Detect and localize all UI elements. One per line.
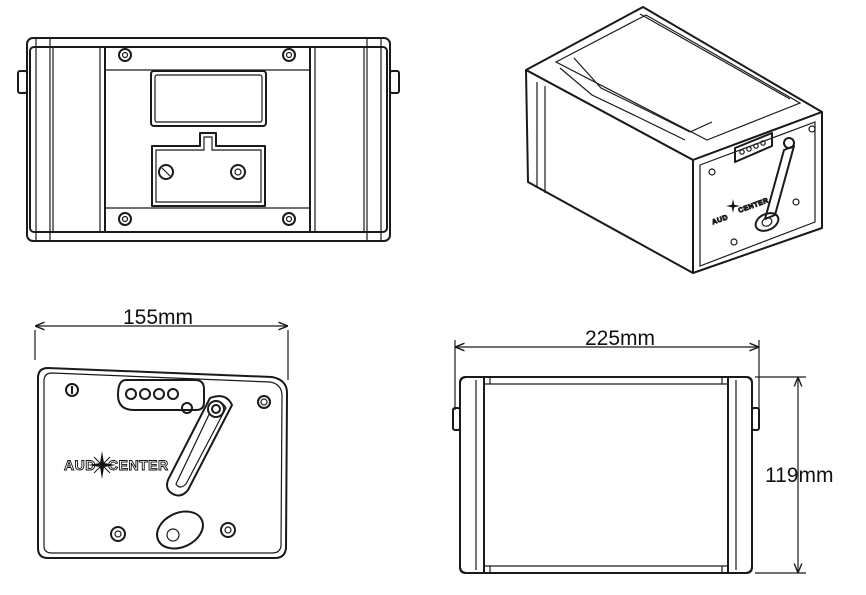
screw-icon (282, 48, 296, 62)
svg-text:CENTER: CENTER (108, 457, 169, 473)
dimension-label-height: 119mm (765, 464, 833, 487)
cable-port (156, 510, 204, 550)
adjustment-knob (783, 137, 795, 149)
side-handle-left (17, 70, 28, 94)
starburst-icon (88, 451, 116, 479)
top-view (17, 37, 400, 242)
screw-icon (282, 212, 296, 226)
screw-icon (158, 164, 174, 180)
dimension-label-depth: 155mm (123, 306, 193, 329)
dimension-label-width: 225mm (585, 327, 655, 350)
cable-port (754, 212, 780, 232)
screw-icon (230, 164, 246, 180)
led-indicator-panel (734, 132, 773, 163)
side-handle-right (389, 70, 400, 94)
svg-text:AUD: AUD (64, 457, 96, 473)
label-window (150, 70, 267, 127)
brand-logo: AUD CENTER (64, 451, 169, 479)
adjustment-slot (166, 395, 233, 497)
mounting-bracket (151, 132, 266, 207)
screw-icon (118, 48, 132, 62)
front-view: 225mm 119mm (452, 327, 833, 574)
led-indicator-strip (117, 379, 205, 414)
perspective-view: AUD CENTER (525, 6, 823, 274)
screw-icon (118, 212, 132, 226)
side-view: 155mm AUD CENTER (34, 306, 289, 559)
power-icon (65, 383, 79, 397)
